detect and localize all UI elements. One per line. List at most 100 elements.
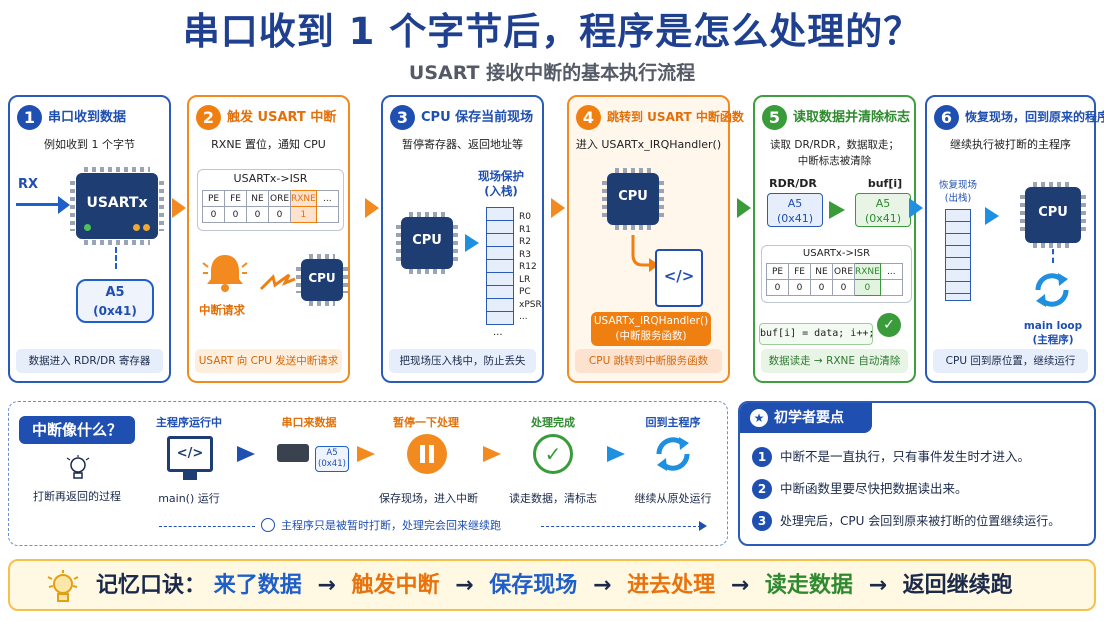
cpu-label: CPU [618, 189, 648, 204]
serial-port-icon [277, 444, 309, 462]
isr-header-cell: FE [224, 190, 247, 207]
mnemonic-part-4: 进去处理 [627, 573, 716, 598]
step-6-footer: CPU 回到原位置，继续运行 [933, 349, 1088, 373]
main-loop-sub: (主程序) [1032, 334, 1074, 346]
isr-value-cell: 0 [224, 206, 247, 223]
isr-header-cell: ORE [268, 190, 291, 207]
irq-label: 中断请求 [199, 303, 245, 317]
data-down-arrow [115, 247, 117, 269]
flow-arrow-3 [551, 198, 565, 218]
step-4-title: 跳转到 USART 中断函数 [607, 110, 744, 124]
isr-value-cell: 0 [832, 279, 855, 296]
isr-header-rxne: RXNE [290, 190, 317, 207]
return-dashed-line [1052, 249, 1054, 263]
step-1-footer: 数据进入 RDR/DR 寄存器 [16, 349, 163, 373]
cpu-label: CPU [308, 271, 336, 285]
stack-reg: R2 [519, 237, 531, 247]
bubble-value: A5 [326, 448, 338, 458]
tips-panel: 初学者要点 ★ 1 中断不是一直执行，只有事件发生时才进入。 2 中断函数里要尽… [738, 401, 1096, 546]
analogy-caption: 打断再返回的过程 [33, 490, 121, 503]
stack-reg: R3 [519, 249, 531, 260]
step-1-number: 1 [17, 105, 42, 130]
stack-reg: ... [519, 312, 528, 322]
bell-icon [202, 255, 248, 292]
step-3-desc: 暂停寄存器、返回地址等 [402, 138, 523, 151]
stage-5-top: 回到主程序 [645, 416, 701, 429]
mnemonic-part-5: 读走数据 [764, 573, 853, 598]
isr-value-cell: 0 [766, 279, 789, 296]
step-2-title: 触发 USART 中断 [227, 110, 337, 125]
analogy-panel: 中断像什么？ 打断再返回的过程 主程序运行中 </> main() 运行 串口来… [8, 401, 728, 546]
restore-text: 恢复现场 [938, 180, 977, 191]
pause-icon [407, 434, 447, 474]
stack-reg: PC [519, 287, 531, 297]
buf-value-hex: (0x41) [864, 212, 902, 225]
step-3-card: 3 CPU 保存当前现场 暂停寄存器、返回地址等 CPU 现场保护 (入栈) R… [381, 95, 544, 383]
lightning-icon [259, 273, 296, 291]
mnemonic-part-1: 来了数据 [213, 573, 302, 598]
step-5-footer: 数据读走 → RXNE 自动清除 [761, 349, 908, 373]
done-check-icon: ✓ [533, 434, 573, 474]
rx-arrow-head [58, 196, 70, 214]
step-3-footer: 把现场压入栈中，防止丢失 [389, 349, 536, 373]
buf-value: A5 [875, 197, 891, 210]
rdr-box: A5 (0x41) [767, 193, 823, 227]
stack-sub-text: (入栈) [484, 184, 518, 198]
cpu-chip-icon: CPU [602, 168, 664, 230]
stack-dots: ... [493, 327, 503, 338]
stage-1-top: 主程序运行中 [156, 416, 222, 429]
isr-header-rxne: RXNE [854, 263, 881, 280]
stage-5-bottom: 继续从原处运行 [634, 492, 712, 505]
buf-label: buf[i] [867, 177, 903, 190]
mnemonic-arrow: → [868, 573, 887, 598]
rx-label: RX [18, 177, 39, 192]
mnemonic-part-3: 保存现场 [489, 573, 578, 598]
isr-table: PE FE NE ORE RXNE ... 0 0 0 0 1 [202, 190, 339, 223]
tip-1-text: 中断不是一直执行，只有事件发生时才进入。 [780, 449, 1031, 464]
isr-header-cell: ... [315, 190, 339, 207]
mnemonic-bar: 记忆口诀： 来了数据 → 触发中断 → 保存现场 → 进去处理 → 读走数据 →… [8, 559, 1096, 611]
step-4-desc: 进入 USARTx_IRQHandler() [575, 138, 722, 151]
lightbulb-icon [47, 570, 79, 602]
rx-arrow-line [16, 203, 60, 206]
note-dash-left [159, 526, 255, 527]
restore-label: 恢复现场 (出栈) [933, 179, 983, 205]
timeline-arrow-4 [607, 446, 625, 462]
cpu-label: CPU [1038, 205, 1068, 220]
data-value-hex: (0x41) [93, 304, 137, 318]
isr-header-cell: ORE [832, 263, 855, 280]
isr-header-cell: PE [202, 190, 225, 207]
step-2-footer: USART 向 CPU 发送中断请求 [195, 349, 342, 373]
stack-column [945, 209, 971, 301]
isr-value-cell: 0 [268, 206, 291, 223]
isr-value-rxne: 1 [290, 206, 317, 223]
stack-reg: R1 [519, 224, 531, 235]
stack-title-text: 现场保护 [478, 169, 524, 183]
tip-3-text: 处理完后，CPU 会回到原来被打断的位置继续运行。 [780, 514, 1061, 528]
note-arrow-head [699, 521, 707, 531]
code-snippet: buf[i] = data; i++; [759, 323, 874, 345]
monitor-code-glyph: </> [176, 446, 204, 461]
mnemonic-part-6: 返回继续跑 [902, 573, 1013, 598]
rdr-label: RDR/DR [769, 177, 817, 190]
isr-value-rxne: 0 [854, 279, 881, 296]
code-file-icon: </> [655, 249, 703, 307]
isr-header-cell: FE [788, 263, 811, 280]
mnemonic-arrow: → [455, 573, 474, 598]
rdr-value: A5 [787, 197, 803, 210]
stage-3-bottom: 保存现场，进入中断 [379, 492, 478, 505]
stack-column [486, 207, 514, 325]
step-6-number: 6 [934, 105, 959, 130]
mnemonic-label: 记忆口诀： [96, 573, 207, 598]
handler-box: USARTx_IRQHandler() (中断服务函数) [591, 312, 711, 346]
stage-1-bottom: main() 运行 [158, 492, 220, 505]
step-2-desc: RXNE 置位，通知 CPU [211, 138, 326, 151]
data-bubble: A5 (0x41) [315, 446, 349, 472]
flow-arrow-1 [172, 198, 186, 218]
mnemonic-arrow: → [730, 573, 750, 598]
isr-register-box: USARTx->ISR PE FE NE ORE RXNE ... 0 0 0 … [197, 169, 344, 231]
timeline-arrow-2 [357, 446, 375, 462]
isr-value-cell: 0 [810, 279, 833, 296]
isr-header-cell: ... [879, 263, 903, 280]
isr-value-cell [879, 279, 903, 296]
